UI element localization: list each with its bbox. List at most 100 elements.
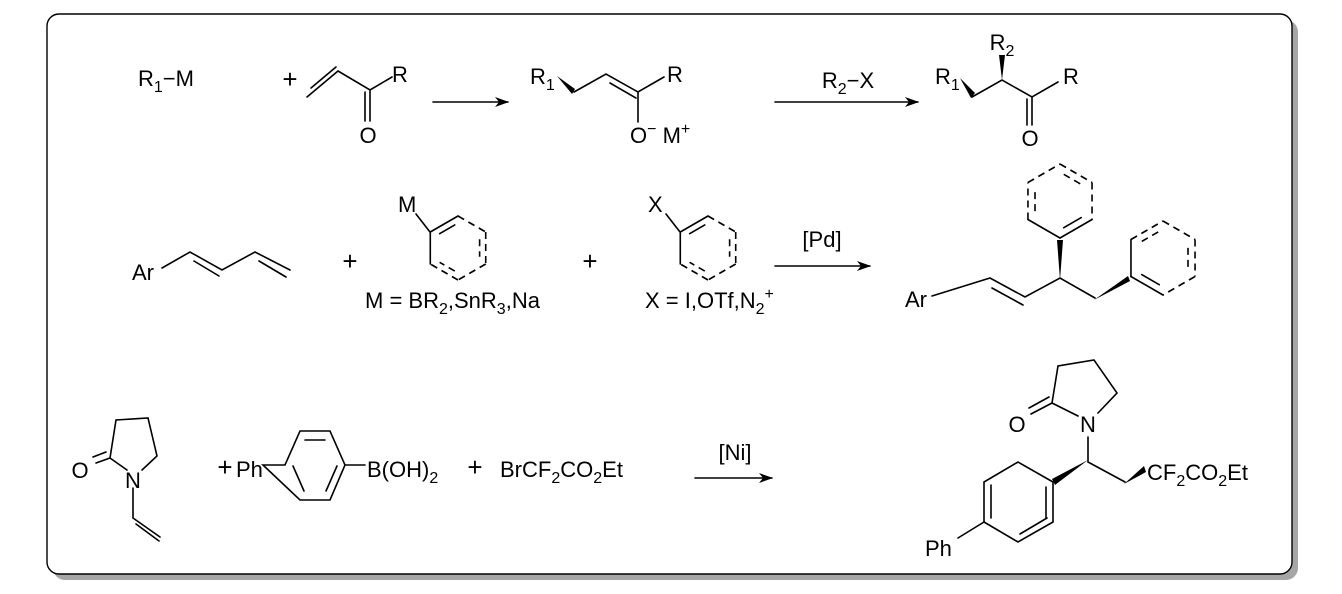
plus-sign: + [342,246,357,276]
product-right-ring-inner-bond [1141,230,1160,243]
metal-label: M [398,192,416,217]
ni-catalyst-label: [Ni] [719,440,752,465]
row-2-pd-diarylation: Ar + M M = BR2,SnR3,Na + X X = I,OTf,N2+… [132,163,1196,318]
alkylated-product-structure: R1 R2 R O [935,30,1079,151]
label-segment: ,SnR [448,288,497,313]
label-segment: 1 [951,77,960,94]
label-segment: 2 [838,81,847,98]
label-segment: CF [1147,460,1176,485]
aryl-ring-bond [707,263,737,281]
aryl-ring-bond [679,263,709,281]
label-segment: 2 [1218,473,1227,490]
product-r2-label: R2 [990,30,1015,60]
label-segment: + [765,286,774,303]
alkylating-agent-label: R2−X [822,68,875,98]
enolate-structure: R1 R O− M+ [530,62,690,148]
enone-o-label: O [359,123,376,148]
bromodifluoroacetate-label: BrCF2CO2Et [500,457,623,487]
product-o-label: O [1021,126,1038,151]
label-segment: 2 [551,470,560,487]
leaving-group-definition: X = I,OTf,N2+ [645,286,774,318]
leaving-group-label: X [648,192,663,217]
aryl-electrophile-structure: X [648,192,737,281]
product-upper-ring-bond [1059,218,1093,239]
product-r-label: R [1063,64,1079,89]
label-segment: M [656,123,680,148]
label-segment: CO [560,457,593,482]
aryl-ring-inner-bond [689,261,706,272]
label-segment: Et [1227,460,1248,485]
product-upper-ring-inner-bond [1062,216,1083,229]
product-upper-ring-bond [1027,163,1061,184]
phenyl-label: Ph [236,457,263,482]
product-o-label: O [1008,412,1025,437]
aryl-diene-structure: Ar [132,251,291,285]
lactam-o-label: O [71,458,88,483]
label-segment: B(OH) [367,457,429,482]
enolate-r-label: R [667,62,683,87]
label-segment: CO [1185,460,1218,485]
aryl-ring-bond [429,263,459,281]
product-phenyl-label: Ph [925,536,952,561]
plus-sign: + [282,64,297,94]
label-segment: 2 [756,301,765,318]
aryl-ring-inner-bond [438,224,456,235]
label-segment: M = BR [365,288,439,313]
product-upper-ring-inner-bond [1063,173,1082,186]
plus-sign: + [582,246,597,276]
label-segment: 2 [593,470,602,487]
label-segment: + [681,121,690,138]
label-segment: 1 [546,77,555,94]
n-vinylpyrrolidinone-structure: O N [71,417,161,542]
boronic-acid-label: B(OH)2 [367,457,438,487]
aryl-metal-structure: M [398,192,487,281]
label-segment: 2 [1176,473,1185,490]
product-right-ring-bond [1130,275,1164,296]
label-segment: −M [163,66,194,91]
label-segment: O [630,123,647,148]
biphenylboronic-acid-structure: Ph B(OH)2 [236,430,438,501]
row-1-conjugate-addition: R1−M + R O R1 R O− M+ R2−X R1 R2 R O [138,30,1079,151]
diene-ar-label: Ar [132,260,154,285]
enone-r-label: R [392,62,408,87]
label-segment: 2 [429,470,438,487]
label-segment: − [647,121,656,138]
label-segment: X = I,OTf,N [645,288,756,313]
product-right-ring-bond [1162,275,1196,296]
aryl-ring-bond [429,215,459,233]
row-3-ni-carbodifluoroalkylation: O N + Ph B(OH)2 + BrCF2CO2Et [Ni] O N CF… [71,359,1248,561]
plus-sign: + [467,452,482,482]
aryl-ring-bond [457,263,487,281]
label-segment: R [822,68,838,93]
aryl-ring-bond [457,215,487,233]
label-segment: 1 [154,79,163,96]
label-segment: Et [602,457,623,482]
enone-structure: R O [306,62,408,148]
lactam-n-label: N [125,468,141,493]
scheme-frame [46,13,1293,575]
label-segment: ,Na [506,288,541,313]
product-upper-ring-bond [1059,163,1093,184]
pd-catalyst-label: [Pd] [802,227,841,252]
organometallic-reagent: R1−M [138,66,194,96]
aryl-ring-bond [707,215,737,233]
label-segment: −X [847,68,875,93]
label-segment: R [530,64,546,89]
product-n-label: N [1080,412,1096,437]
product-r1-label: R1 [935,64,960,94]
aryl-ring-inner-bond [688,224,706,235]
label-segment: 2 [439,301,448,318]
label-segment: 3 [497,301,506,318]
label-segment: BrCF [500,457,551,482]
aryl-ring-bond [679,215,709,233]
difluoroester-chain-label: CF2CO2Et [1147,460,1248,490]
product-upper-ring-bond [1027,218,1061,239]
plus-sign: + [217,452,232,482]
label-segment: 2 [1005,43,1014,60]
product-right-ring-bond [1130,220,1164,241]
difluoroalkylated-product-structure: O N CF2CO2Et Ph [925,359,1248,561]
aryl-ring-inner-bond [439,261,456,272]
label-segment: R [990,30,1006,55]
enolate-r1-label: R1 [530,64,555,94]
